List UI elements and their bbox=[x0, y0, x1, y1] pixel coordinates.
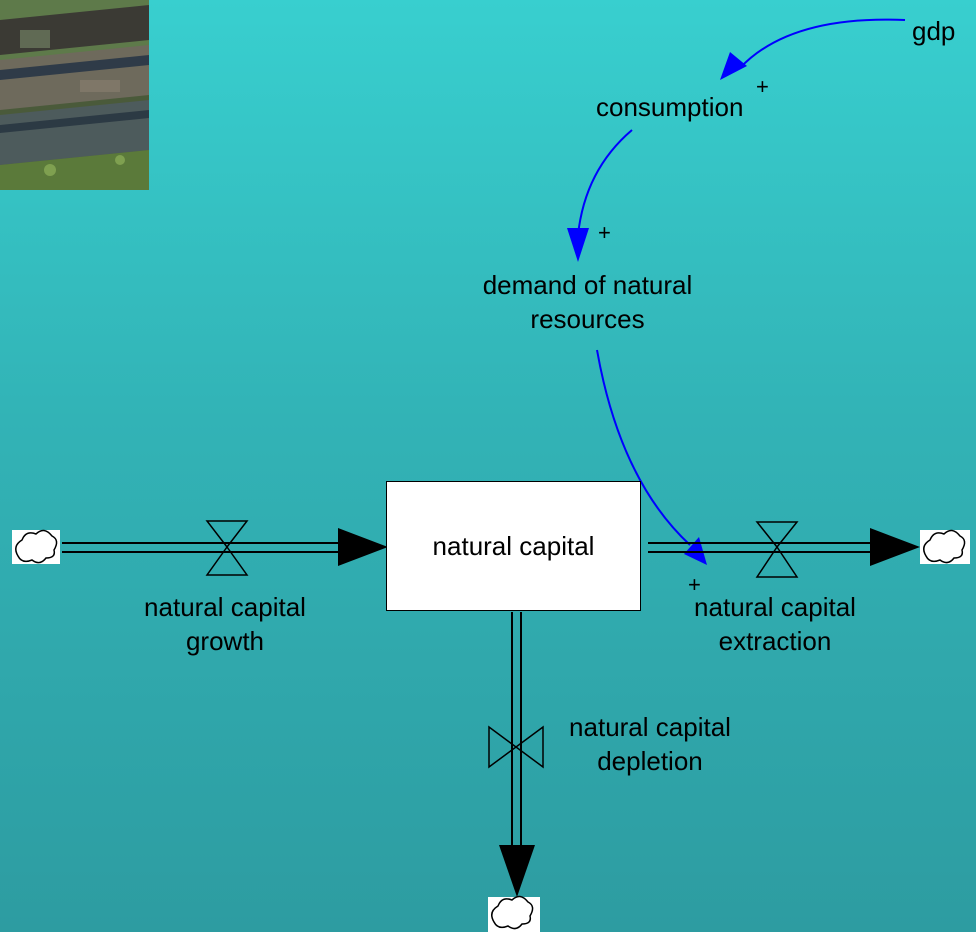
polarity-consumption-demand: + bbox=[598, 220, 611, 245]
depletion-flow-label[interactable]: natural capital depletion bbox=[540, 710, 760, 778]
demand-label-line1: demand of natural bbox=[482, 270, 693, 300]
arrowhead-consumption bbox=[720, 52, 747, 80]
extraction-flow-pipe bbox=[648, 528, 920, 566]
extraction-label-line1: natural capital bbox=[694, 592, 856, 622]
demand-label-line2: resources bbox=[530, 304, 645, 334]
depletion-label-line2: depletion bbox=[597, 746, 703, 776]
cloud-icon bbox=[488, 895, 540, 932]
extraction-label-line2: extraction bbox=[718, 626, 832, 656]
link-consumption-demand bbox=[577, 129, 633, 236]
cloud-icon bbox=[920, 529, 970, 564]
link-gdp-consumption bbox=[739, 18, 906, 69]
polarity-gdp-consumption: + bbox=[756, 74, 769, 99]
growth-flow-pipe bbox=[62, 528, 388, 566]
polarity-demand-extraction: + bbox=[688, 572, 701, 597]
gdp-label[interactable]: gdp bbox=[912, 16, 956, 46]
growth-flow-label[interactable]: natural capital growth bbox=[115, 590, 335, 658]
growth-valve-icon[interactable] bbox=[205, 520, 249, 576]
growth-label-line1: natural capital bbox=[144, 592, 306, 622]
extraction-flow-label[interactable]: natural capital extraction bbox=[665, 590, 885, 658]
depletion-flow-pipe bbox=[499, 612, 535, 897]
consumption-label[interactable]: consumption bbox=[596, 92, 744, 122]
growth-label-line2: growth bbox=[185, 626, 265, 656]
stock-label: natural capital bbox=[432, 530, 595, 561]
depletion-label-line1: natural capital bbox=[569, 712, 731, 742]
cloud-icon bbox=[12, 529, 60, 564]
depletion-valve-icon[interactable] bbox=[488, 725, 544, 769]
link-demand-extraction bbox=[596, 349, 691, 546]
extraction-valve-icon[interactable] bbox=[755, 521, 799, 578]
boats-photo bbox=[0, 0, 149, 190]
arrowhead-demand bbox=[567, 228, 589, 262]
demand-label[interactable]: demand of natural resources bbox=[455, 268, 720, 336]
natural-capital-stock[interactable]: natural capital bbox=[386, 481, 641, 611]
